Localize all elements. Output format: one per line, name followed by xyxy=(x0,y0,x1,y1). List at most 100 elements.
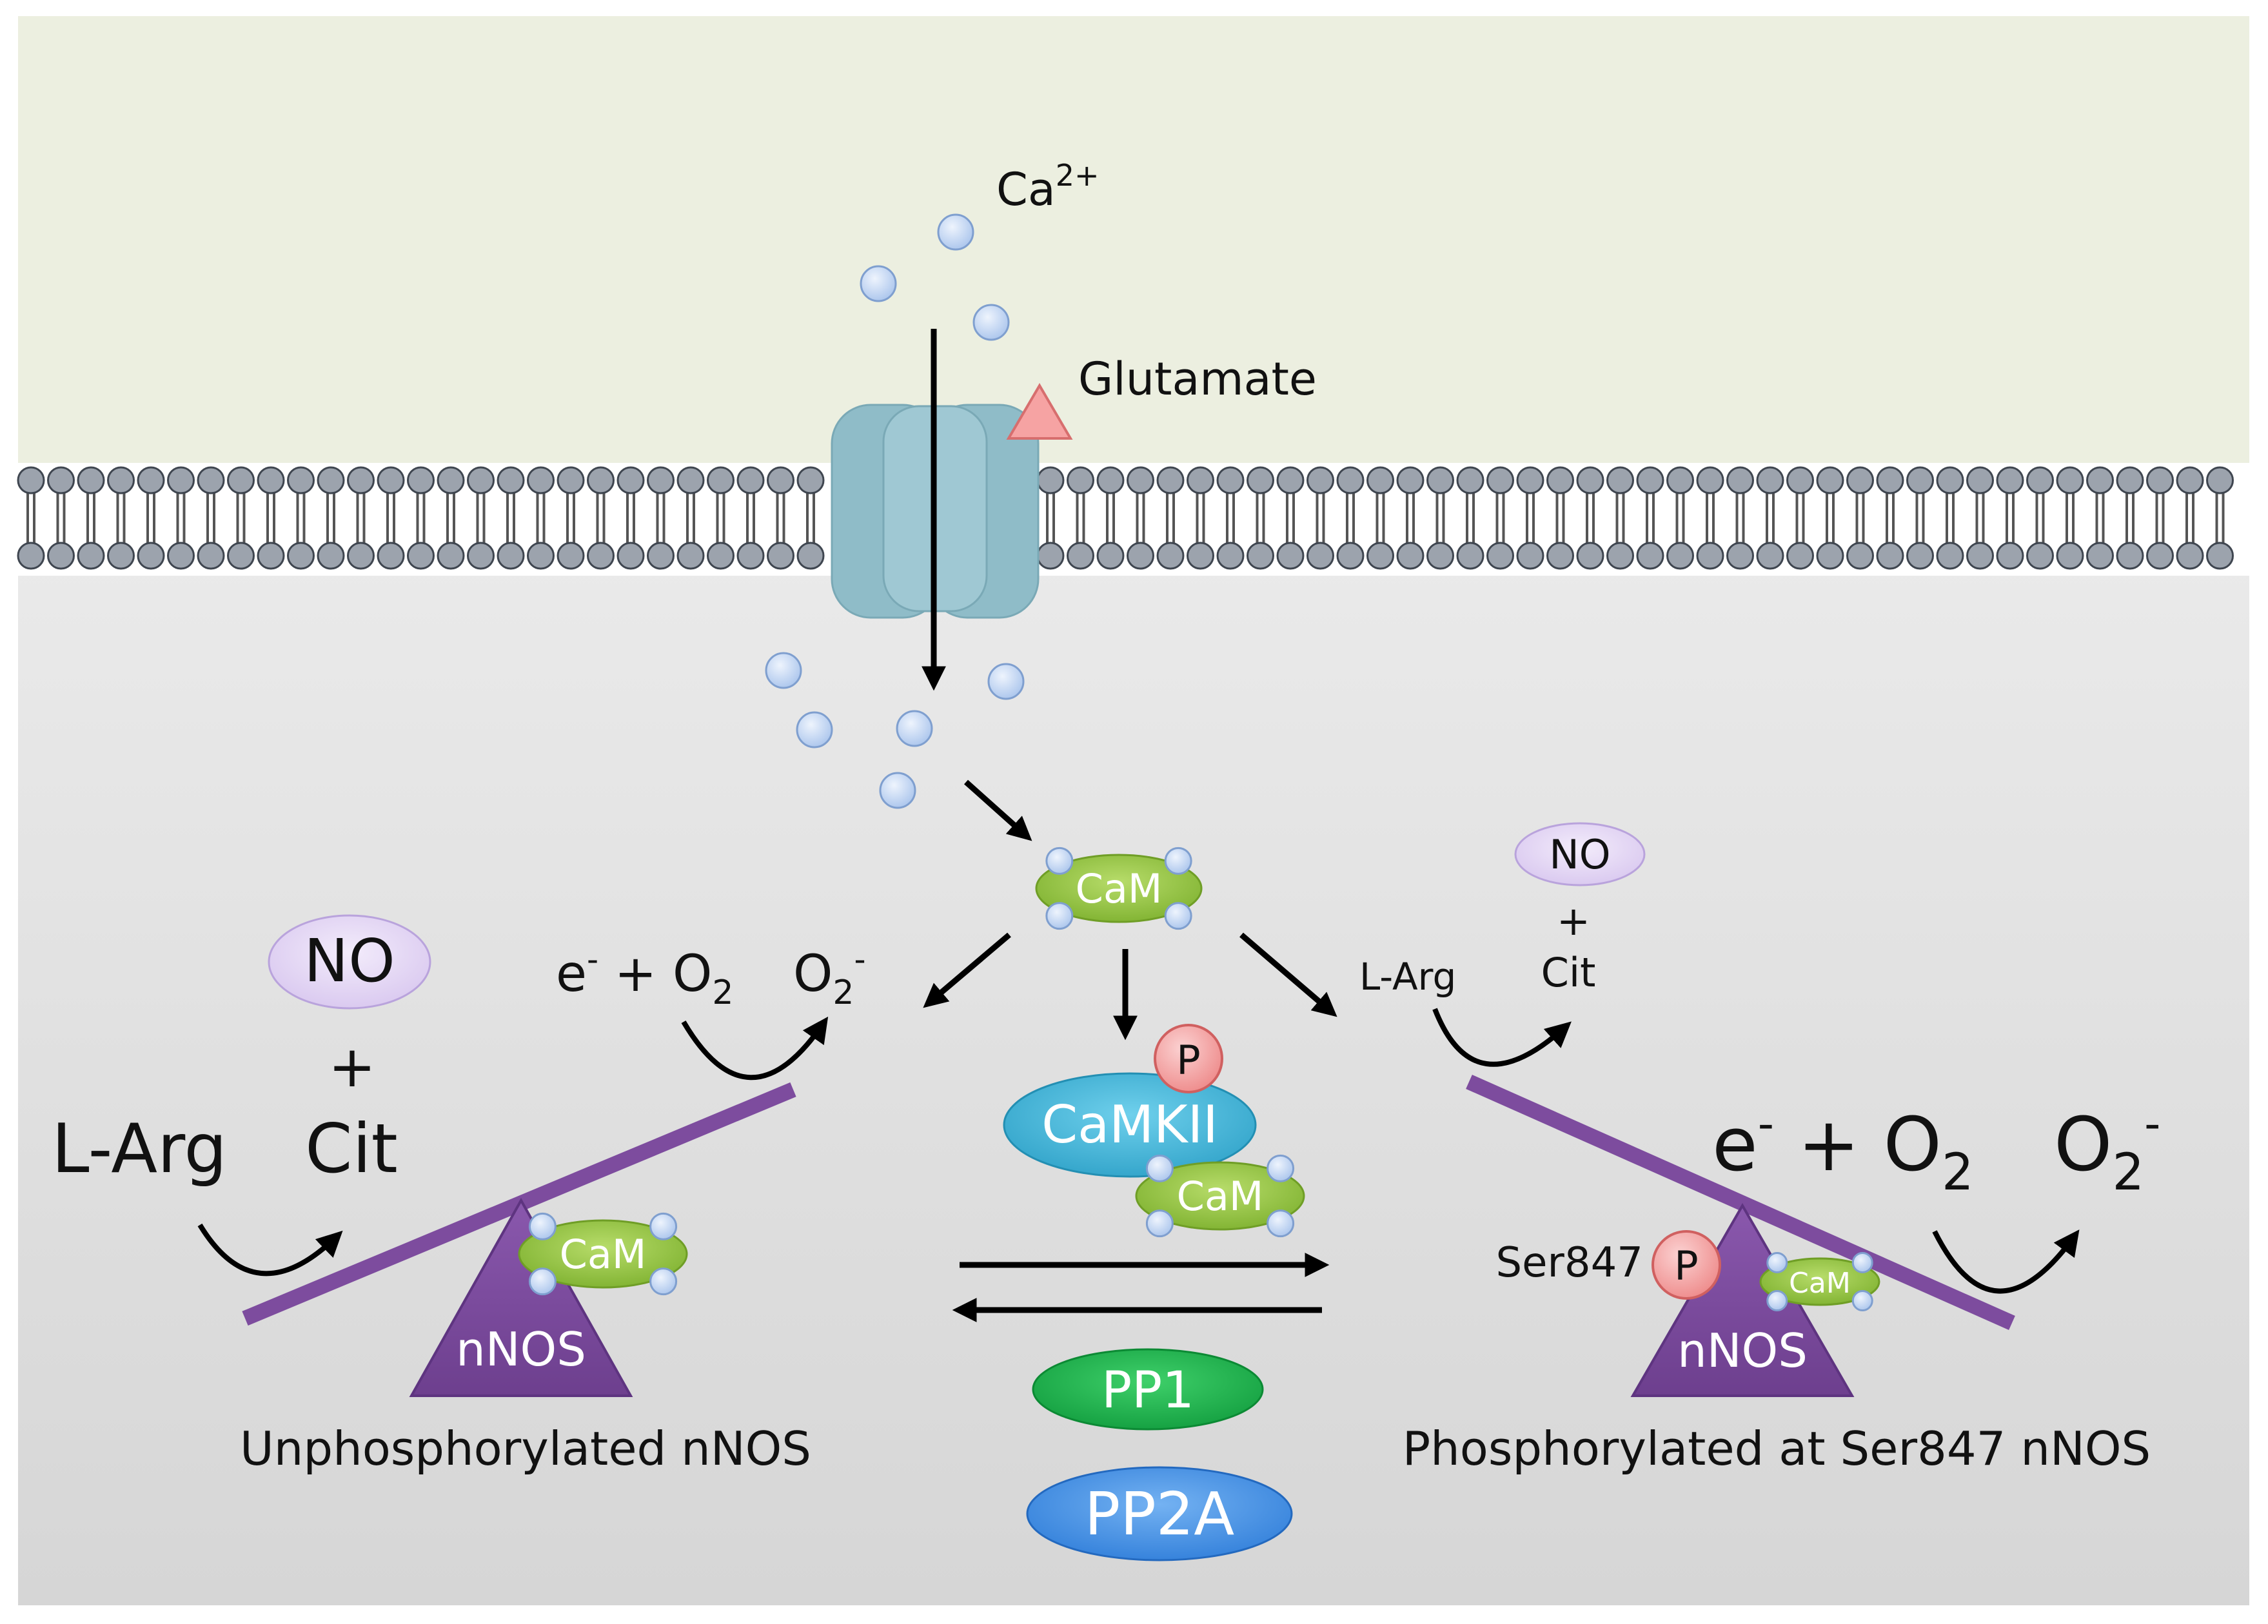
lipid-head xyxy=(587,466,615,494)
calcium-ion-icon xyxy=(860,265,897,302)
bound-calcium-icon xyxy=(1164,902,1192,930)
lipid-head xyxy=(1786,466,1814,494)
bound-calcium-icon xyxy=(1045,902,1074,930)
lipid-head xyxy=(1456,466,1484,494)
lipid-head xyxy=(17,466,45,494)
lipid-head xyxy=(2116,466,2144,494)
lipid-head xyxy=(587,542,615,570)
lipid-head xyxy=(77,466,105,494)
lipid-head xyxy=(257,542,285,570)
lipid-head xyxy=(1307,466,1334,494)
lipid-head xyxy=(2056,466,2084,494)
lipid-head xyxy=(437,466,465,494)
lipid-head xyxy=(1576,466,1604,494)
left-nnos-triangle xyxy=(409,1197,633,1397)
left-cit-label: Cit xyxy=(305,1110,398,1188)
lipid-head xyxy=(767,466,794,494)
right-phospho xyxy=(1652,1230,1721,1300)
lipid-head xyxy=(1906,542,1934,570)
right-oxygen-to-superoxide-arrow xyxy=(1932,1229,2080,1294)
lipid-head xyxy=(1816,466,1844,494)
lipid-head xyxy=(197,542,225,570)
right-electron-oxygen: e- + O2 xyxy=(1712,1097,1974,1202)
lipid-head xyxy=(1426,542,1454,570)
calcium-ion-icon xyxy=(765,652,802,689)
lipid-head xyxy=(17,542,45,570)
pp1-label: PP1 xyxy=(1101,1362,1194,1420)
bound-calcium-icon xyxy=(1851,1251,1873,1273)
lipid-head xyxy=(77,542,105,570)
lipid-head xyxy=(167,542,195,570)
lipid-head xyxy=(616,466,645,494)
glutamate-icon xyxy=(1006,383,1073,440)
lipid-head xyxy=(557,542,585,570)
lipid-head xyxy=(347,542,375,570)
lipid-head xyxy=(1187,542,1214,570)
lipid-head xyxy=(2176,466,2204,494)
lipid-head xyxy=(2146,466,2174,494)
lipid-head xyxy=(2056,542,2084,570)
bound-calcium-icon xyxy=(649,1212,678,1240)
calcium-ion-icon xyxy=(937,213,974,251)
lipid-head xyxy=(1846,542,1874,570)
lipid-head xyxy=(317,466,345,494)
left-nnos-label: nNOS xyxy=(456,1322,586,1376)
lipid-head xyxy=(1936,466,1964,494)
lipid-bilayer xyxy=(17,463,2249,576)
lipid-head xyxy=(467,542,495,570)
left-no-label: NO xyxy=(304,926,395,995)
lipid-head xyxy=(1247,542,1274,570)
right-nnos-label: nNOS xyxy=(1677,1324,1808,1378)
calcium-ions xyxy=(765,213,1025,809)
lipid-head xyxy=(1696,466,1724,494)
calcium-ion-icon xyxy=(796,711,833,748)
right-no-bubble xyxy=(1514,822,1646,886)
lipid-heads-inner xyxy=(17,542,2234,570)
right-plus: + xyxy=(1557,897,1590,944)
camkii-cam-label: CaM xyxy=(1177,1173,1264,1220)
bound-calcium-icon xyxy=(1766,1251,1788,1273)
lipid-head xyxy=(1067,542,1094,570)
lipid-head xyxy=(1366,542,1394,570)
lipid-head xyxy=(1666,466,1694,494)
lipid-head xyxy=(347,466,375,494)
lipid-heads-outer xyxy=(17,466,2234,494)
lipid-head xyxy=(377,542,405,570)
lipid-head xyxy=(167,466,195,494)
lipid-head xyxy=(2206,542,2234,570)
lipid-head xyxy=(107,466,135,494)
lipid-head xyxy=(1036,542,1065,570)
left-cam-label: CaM xyxy=(560,1231,647,1278)
left-plus: + xyxy=(328,1033,376,1100)
right-no-label: NO xyxy=(1549,831,1610,878)
lipid-head xyxy=(317,542,345,570)
lipid-head xyxy=(1276,466,1305,494)
lipid-head xyxy=(407,542,435,570)
lipid-head xyxy=(2086,542,2114,570)
lipid-head xyxy=(736,542,765,570)
right-superoxide: O2- xyxy=(2054,1097,2160,1202)
extracellular-space xyxy=(18,16,2249,493)
lipid-head xyxy=(2206,466,2234,494)
lipid-head xyxy=(2146,542,2174,570)
cam-to-right-arrow xyxy=(1239,932,1337,1017)
lipid-head xyxy=(2176,542,2204,570)
lipid-head xyxy=(1156,466,1185,494)
lipid-head xyxy=(2026,466,2054,494)
lipid-head xyxy=(47,542,75,570)
lipid-head xyxy=(707,542,735,570)
lipid-head xyxy=(676,542,705,570)
lipid-head xyxy=(1216,542,1245,570)
lipid-head xyxy=(1996,466,2024,494)
lipid-head xyxy=(676,466,705,494)
lipid-head xyxy=(1396,466,1425,494)
lipid-head xyxy=(1636,466,1664,494)
calcium-ion-icon xyxy=(879,772,916,809)
lipid-head xyxy=(1966,466,1994,494)
bound-calcium-icon xyxy=(1145,1209,1174,1238)
bound-calcium-icon xyxy=(1267,1154,1295,1182)
lipid-head xyxy=(1067,466,1094,494)
bound-calcium-icon xyxy=(1766,1290,1788,1312)
lipid-head xyxy=(527,542,555,570)
